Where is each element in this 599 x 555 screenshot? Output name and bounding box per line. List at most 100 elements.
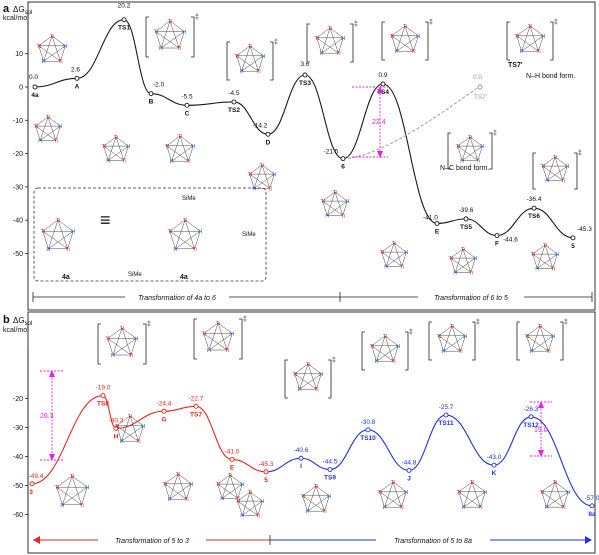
structure-bracket-left — [193, 318, 197, 360]
panel-a-value-label-TS2: -4.5 — [228, 90, 240, 97]
structure-bond — [381, 242, 395, 253]
structure-bond — [178, 31, 185, 49]
structure-atom: Ti — [450, 324, 454, 330]
panel-b-red-point-E — [229, 456, 235, 462]
structure-atom: H — [111, 353, 115, 359]
panel-a-stage-label-TS3: TS3 — [299, 80, 311, 87]
structure-atom: H — [551, 334, 555, 340]
structure-bond — [462, 145, 483, 161]
structure-atom: H — [141, 424, 145, 430]
structure-bond — [194, 231, 201, 249]
structure-bond — [103, 136, 117, 147]
structure-atom: Ti — [328, 26, 332, 32]
structure-bond — [241, 55, 264, 72]
structure-dagger: ‡ — [578, 150, 582, 157]
structure-bond — [393, 345, 399, 362]
structure-atom: Ti — [101, 144, 105, 150]
structure-bond — [179, 135, 189, 162]
panel-a-point-4a — [32, 84, 38, 90]
structure-atom: Ti — [248, 44, 252, 50]
structure-bond — [371, 335, 386, 347]
panel-b-marks: -49.43-19.0TS8-30.3H-24.4G-22.7TS7-41.0E… — [29, 385, 599, 518]
structure-bond — [43, 35, 53, 62]
panel-a-tick-label: -10 — [13, 118, 23, 125]
panel-a-point-5 — [570, 235, 576, 241]
structure-bond — [552, 254, 558, 269]
panel-b-blue-point-TS12 — [528, 414, 534, 420]
structure-atom: Ti — [55, 485, 59, 491]
structure-bond — [457, 145, 478, 161]
structure-bond — [108, 145, 129, 161]
structure-bond — [164, 483, 187, 500]
ts7-prime-value: 0.0 — [473, 74, 482, 81]
structure-bracket-right — [574, 152, 578, 190]
structure-atom: H — [375, 359, 379, 365]
panel-a-dashed-line — [342, 86, 481, 160]
structure-atom: Ti — [54, 138, 58, 144]
structure-bond — [532, 253, 553, 269]
structure-bond — [391, 35, 397, 52]
panel-a-stage-label-F: F — [495, 241, 499, 248]
structure-bond — [217, 474, 231, 485]
structure-atom: Ti — [468, 135, 472, 141]
structure-bond — [38, 45, 61, 62]
panel-b-tick-label: -30 — [13, 425, 23, 432]
panel-b-red-stage-TS7: TS7 — [190, 411, 202, 418]
structure-atom: Ti — [154, 30, 158, 36]
structure-bond — [116, 415, 131, 427]
structure-bond — [249, 164, 263, 175]
structure-bond — [547, 165, 568, 181]
structure-bond — [42, 219, 59, 232]
inset-sime3-3: SiMe — [128, 272, 142, 278]
panel-a-point-A — [74, 75, 80, 81]
structure-bond — [253, 164, 263, 189]
panel-b-red-value-3: -49.4 — [29, 473, 44, 480]
structure-bond — [229, 474, 239, 499]
structure-bond — [48, 230, 74, 250]
structure-atom: H — [261, 54, 265, 60]
structure-bond — [107, 338, 132, 356]
structure-atom: Ti — [128, 414, 132, 420]
structure-bond — [160, 20, 171, 49]
structure-bond — [254, 173, 275, 189]
structure-atom: Ti — [378, 490, 382, 496]
structure-bond — [236, 45, 251, 57]
structure-atom: Ti — [553, 480, 557, 486]
structure-bond — [539, 325, 554, 337]
panel-b-red-point-3 — [29, 481, 35, 487]
panel-a-curves — [34, 19, 574, 239]
panel-a-ylabel: ΔGsol — [13, 5, 32, 16]
panel-a-value-label-B: -2.0 — [153, 82, 165, 89]
structure-bond — [55, 126, 61, 141]
structure-bond — [249, 491, 263, 502]
panel-a-value-label-E: -41.0 — [423, 215, 438, 222]
structure-atom: Ti — [37, 44, 41, 50]
structure-atom: H — [320, 51, 324, 57]
structure-atom: Ti — [478, 505, 482, 511]
structure-atom: Ti — [336, 51, 340, 57]
structure-bracket-right — [350, 23, 354, 63]
structure-atom: H — [384, 264, 388, 270]
structure-bond — [404, 25, 419, 37]
panel-a-stage-label-TS5: TS5 — [460, 224, 472, 231]
structure-bond — [529, 25, 544, 37]
structure-atom: H — [535, 266, 539, 272]
structure-bond — [123, 146, 129, 161]
structure-bracket-right — [191, 16, 195, 58]
structure-atom: H — [63, 44, 67, 50]
structure-atom: Ti — [301, 494, 305, 500]
structure-bracket-left — [428, 321, 432, 361]
structure-atom: Ti — [163, 482, 167, 488]
panel-a-y-ticks: 100-10-20-30-40-50 — [13, 51, 28, 258]
structure-bond — [116, 425, 139, 442]
structure-bond — [155, 20, 171, 32]
structure-atom: Ti — [379, 250, 383, 256]
structure-bond — [401, 491, 407, 508]
panel-a-tick-label: 10 — [15, 51, 23, 58]
structure-atom: H — [182, 30, 186, 36]
structure-dagger: ‡ — [409, 329, 413, 336]
structure-atom: Ti — [470, 480, 474, 486]
structure-bracket-right — [489, 132, 493, 170]
structure-atom: Ti — [50, 34, 54, 40]
